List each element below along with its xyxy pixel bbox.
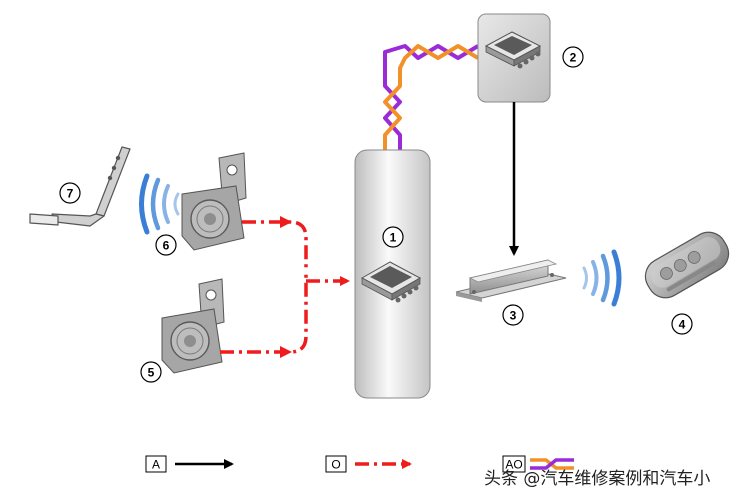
svg-text:5: 5 [148, 366, 155, 380]
legend-ao: AO [502, 455, 574, 473]
red-signal-lines [220, 220, 350, 354]
callout-3: 3 [502, 304, 524, 326]
callout-6: 6 [155, 234, 177, 256]
svg-text:O: O [331, 458, 340, 472]
callout-1: 1 [382, 226, 404, 248]
legend-o: O [325, 455, 412, 473]
orange-bus-line [383, 44, 480, 150]
purple-bus-line [383, 44, 480, 150]
signal-arrowhead-5 [280, 346, 292, 358]
control-module-icon [360, 261, 422, 303]
signal-arrowhead-6 [280, 216, 292, 228]
svg-text:2: 2 [570, 51, 577, 65]
signal-waves-icon [582, 249, 622, 307]
signal-line-5 [220, 272, 308, 354]
svg-text:7: 7 [67, 187, 74, 201]
legend-a: A [145, 455, 234, 473]
signal-line-6 [242, 220, 308, 272]
rf-transmitter-icon [161, 278, 225, 374]
smart-key-fob-icon [644, 231, 730, 299]
brake-pedal-icon [29, 146, 131, 227]
callout-2: 2 [562, 46, 584, 68]
watermark-text: 头条 @汽车维修案例和汽车小 [484, 469, 711, 489]
rf-antenna-icon [455, 259, 567, 302]
svg-text:1: 1 [390, 231, 397, 245]
callout-5: 5 [140, 361, 162, 383]
control-module-icon [484, 31, 542, 69]
data-bus-lines [383, 44, 480, 150]
svg-text:3: 3 [510, 309, 517, 323]
callout-4: 4 [671, 313, 693, 335]
signal-waves-icon [139, 173, 180, 235]
callout-7: 7 [59, 182, 81, 204]
rf-transmitter-icon [181, 152, 247, 251]
svg-text:AO: AO [505, 458, 522, 472]
svg-text:A: A [152, 458, 160, 472]
svg-text:4: 4 [679, 318, 686, 332]
svg-text:6: 6 [163, 239, 170, 253]
